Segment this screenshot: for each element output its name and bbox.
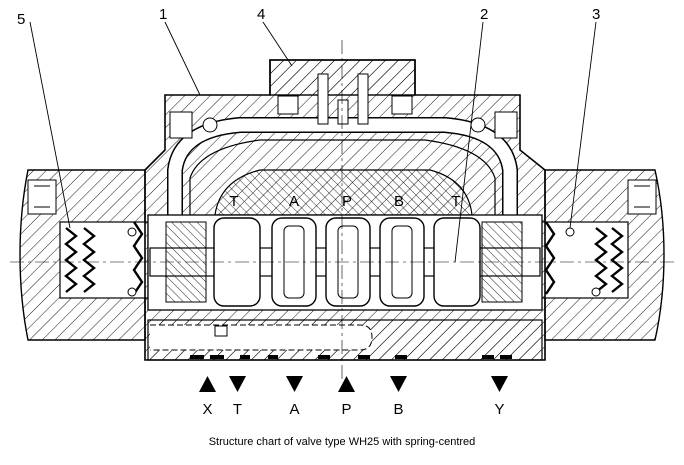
spool-port-b: B xyxy=(394,193,404,210)
callout-3: 3 xyxy=(592,6,600,23)
port-label-b: B xyxy=(393,401,403,418)
right-spring-housing xyxy=(539,169,665,341)
callout-5: 5 xyxy=(17,11,25,28)
figure-caption: Structure chart of valve type WH25 with … xyxy=(208,436,476,448)
spool-port-a: A xyxy=(289,193,299,210)
port-a-arrow-down xyxy=(286,376,303,392)
spool-port-p: P xyxy=(342,193,352,210)
spool-port-t-right: T xyxy=(451,193,460,210)
port-label-y: Y xyxy=(494,401,504,418)
port-p-arrow-up xyxy=(338,376,355,392)
callout-2: 2 xyxy=(480,6,488,23)
port-x-arrow-up xyxy=(199,376,216,392)
callout-leaders xyxy=(29,21,597,263)
port-label-a: A xyxy=(289,401,299,418)
spool-port-t-left: T xyxy=(229,193,238,210)
port-b-arrow-down xyxy=(390,376,407,392)
port-t-arrow-down xyxy=(229,376,246,392)
left-spring-housing xyxy=(19,169,149,341)
port-label-p: P xyxy=(341,401,351,418)
port-y-arrow-down xyxy=(491,376,508,392)
callout-4: 4 xyxy=(257,6,265,23)
bottom-ports xyxy=(199,376,508,392)
port-label-x: X xyxy=(202,401,212,418)
port-label-t: T xyxy=(233,401,242,418)
callout-1: 1 xyxy=(159,6,167,23)
valve-body xyxy=(144,59,546,361)
